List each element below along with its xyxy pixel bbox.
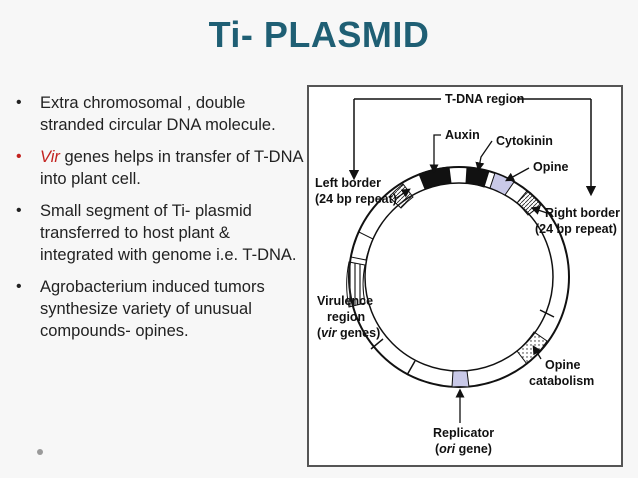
auxin-segment: [418, 166, 452, 190]
bullet-text: Small segment of Ti- plasmid transferred…: [40, 202, 297, 264]
bullet-text: genes helps in transfer of T-DNA into pl…: [40, 148, 303, 188]
plasmid-svg: T-DNA region Auxin Cytokinin Opine Left …: [315, 92, 620, 456]
cytokinin-arrow: [475, 140, 493, 172]
tdna-region-label: T-DNA region: [445, 92, 524, 106]
left-border-arrow: [394, 188, 411, 200]
replicator-label-1: Replicator: [433, 426, 494, 440]
virulence-label-2: region: [327, 310, 365, 324]
vir-genes-segment: [346, 261, 366, 308]
opine-label: Opine: [533, 160, 568, 174]
bullet-dot: •: [16, 202, 22, 219]
right-border-arrow: [530, 206, 548, 215]
virulence-label-3: (vir genes): [317, 326, 380, 340]
opine-segment: [489, 172, 515, 196]
right-border-label-1: Right border: [545, 206, 620, 220]
opine-catabolism-label-1: Opine: [545, 358, 580, 372]
bullet-item: • Agrobacterium induced tumors synthesiz…: [14, 276, 304, 342]
auxin-arrow: [429, 134, 441, 174]
ring-divider: [539, 309, 555, 318]
bullet-dot: •: [16, 94, 22, 111]
bullet-item: • Extra chromosomal , double stranded ci…: [14, 92, 304, 136]
left-border-label-1: Left border: [315, 176, 381, 190]
left-border-label-2: (24 bp repeat): [315, 192, 397, 206]
opine-catabolism-arrow: [532, 345, 542, 360]
vir-region-segment: [350, 231, 374, 261]
ring-divider: [370, 338, 384, 350]
bullet-list: • Extra chromosomal , double stranded ci…: [14, 92, 304, 352]
auxin-label: Auxin: [445, 128, 480, 142]
slide-nav-dot: [37, 449, 43, 455]
bullet-dot: •: [16, 278, 22, 295]
cytokinin-label: Cytokinin: [496, 134, 553, 148]
bullet-text: Extra chromosomal , double stranded circ…: [40, 94, 276, 134]
ti-plasmid-diagram: T-DNA region Auxin Cytokinin Opine Left …: [307, 85, 623, 467]
slide-title: Ti- PLASMID: [208, 14, 430, 55]
right-border-segment: [516, 190, 542, 216]
bullet-item: • Vir genes helps in transfer of T-DNA i…: [14, 146, 304, 190]
bullet-dot: •: [16, 148, 22, 165]
replicator-segment: [451, 370, 470, 388]
bullet-item: • Small segment of Ti- plasmid transferr…: [14, 200, 304, 266]
opine-catabolism-segment: [516, 331, 548, 365]
opine-arrow: [505, 167, 530, 182]
opine-catabolism-label-2: catabolism: [529, 374, 594, 388]
bullet-text: Agrobacterium induced tumors synthesize …: [40, 278, 265, 340]
cytokinin-segment: [465, 166, 490, 188]
replicator-label-2: (ori gene): [435, 442, 492, 456]
ring-divider: [406, 360, 416, 376]
vir-italic: Vir: [40, 148, 60, 166]
virulence-label-1: Virulence: [317, 294, 373, 308]
right-border-label-2: (24 bp repeat): [535, 222, 617, 236]
